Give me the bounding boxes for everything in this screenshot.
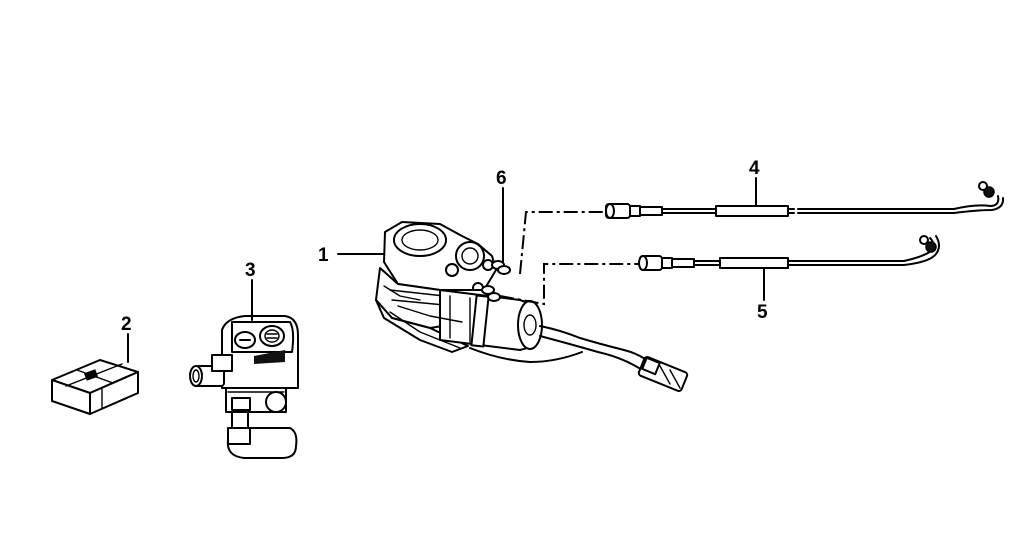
callout-4: 4 (749, 158, 760, 179)
harness-connector-icon (637, 356, 689, 392)
part-6-clips (481, 260, 511, 302)
callout-labels: 1 2 3 4 5 6 (121, 158, 768, 335)
callout-6: 6 (496, 168, 507, 189)
callout-1: 1 (318, 245, 329, 266)
dashed-connection-lines (499, 211, 640, 306)
part-3-valve-actuator (189, 315, 299, 459)
part-5-lower-cable (638, 235, 940, 271)
part-1-motor-assembly (375, 221, 689, 392)
leader-lines (127, 177, 765, 363)
callout-2: 2 (121, 314, 132, 335)
part-4-upper-cable (605, 181, 1005, 219)
callout-5: 5 (757, 302, 768, 323)
part-2-block-connector (51, 359, 139, 415)
callout-3: 3 (245, 260, 256, 281)
